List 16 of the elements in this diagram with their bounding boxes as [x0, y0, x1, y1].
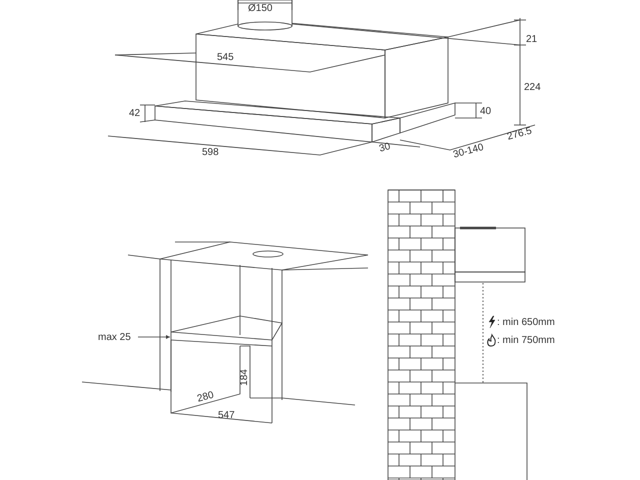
- dimension-value: 40: [480, 106, 492, 117]
- clearance-note: : min 750mm: [497, 335, 555, 346]
- dimension-value: 30: [378, 141, 392, 155]
- dimension-value: max 25: [98, 332, 131, 343]
- dimension-value: 276.5: [506, 126, 534, 143]
- dimension-value: 42: [129, 108, 140, 119]
- dimension-value: 184: [238, 369, 250, 386]
- dimension-value: 21: [526, 34, 538, 45]
- dimension-value: 598: [202, 147, 219, 158]
- dimension-value: 280: [196, 390, 215, 405]
- clearance-note: : min 650mm: [497, 317, 555, 328]
- dimension-value: 224: [524, 82, 541, 93]
- dimension-value: 30-140: [452, 142, 485, 161]
- dimension-value: 545: [217, 52, 234, 63]
- dimension-value: 547: [218, 410, 235, 421]
- diameter-dimension: Ø150: [248, 3, 272, 14]
